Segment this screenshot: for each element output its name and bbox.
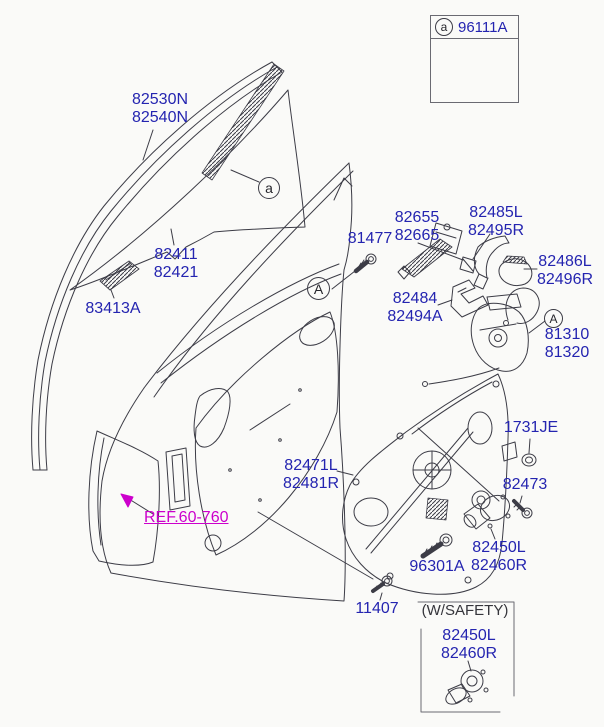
part-number[interactable]: 82530N bbox=[131, 91, 189, 108]
marker-door-A: A bbox=[307, 277, 330, 300]
handle-pad-drawing bbox=[437, 279, 489, 318]
label-door-glass[interactable]: 82411 82421 bbox=[136, 246, 216, 282]
part-number[interactable]: 82486L bbox=[538, 253, 592, 270]
part-number[interactable]: 81320 bbox=[544, 344, 590, 361]
door-latch-drawing bbox=[422, 287, 546, 387]
leader-safety-motor bbox=[467, 660, 472, 672]
part-number[interactable]: 82450L bbox=[442, 627, 496, 644]
part-number[interactable]: 81477 bbox=[347, 230, 393, 247]
part-number[interactable]: 81310 bbox=[544, 326, 590, 343]
handle-bracket-drawing bbox=[459, 233, 510, 290]
ref-arrow-line bbox=[128, 498, 154, 515]
leader-door-bolt bbox=[257, 511, 374, 580]
door-panel-drawing bbox=[88, 162, 374, 602]
leader-handle-pad bbox=[437, 299, 453, 306]
label-handle-base[interactable]: 82655 82665 bbox=[387, 209, 447, 245]
part-number[interactable]: 1731JE bbox=[503, 419, 559, 436]
safety-box-drawing bbox=[417, 601, 515, 713]
callout-part-number[interactable]: 96111A bbox=[458, 18, 508, 36]
leader-motor bbox=[490, 528, 496, 540]
label-module-bolt[interactable]: 82473 bbox=[495, 476, 555, 494]
label-outside-handle[interactable]: 82486L 82496R bbox=[535, 253, 595, 289]
part-number[interactable]: 82494A bbox=[387, 308, 443, 325]
regulator-bolt-drawing bbox=[420, 533, 453, 559]
hinge-bolt-drawing bbox=[331, 253, 377, 290]
leader-module-bolt bbox=[519, 495, 523, 504]
part-number[interactable]: 82450L bbox=[472, 539, 526, 556]
leader-module-panel bbox=[336, 470, 354, 476]
part-number[interactable]: 83413A bbox=[85, 300, 141, 317]
safety-box-title: (W/SAFETY) bbox=[421, 602, 509, 619]
grommet-drawing bbox=[521, 438, 537, 467]
door-bolt-drawing bbox=[371, 575, 393, 601]
leader-glass-run bbox=[142, 129, 154, 161]
part-number[interactable]: 96301A bbox=[409, 558, 465, 575]
part-number[interactable]: 82655 bbox=[394, 209, 440, 226]
part-number[interactable]: 82485L bbox=[469, 204, 523, 221]
label-door-latch[interactable]: 81310 81320 bbox=[537, 326, 597, 362]
leader-handle-bracket bbox=[472, 233, 491, 260]
part-number[interactable]: 82540N bbox=[131, 109, 189, 126]
part-number[interactable]: 82496R bbox=[536, 271, 594, 288]
label-safety-motor[interactable]: 82450L 82460R bbox=[439, 627, 499, 663]
part-number[interactable]: 82411 bbox=[154, 246, 198, 263]
part-number[interactable]: 82495R bbox=[467, 222, 525, 239]
label-module-panel[interactable]: 82471L 82481R bbox=[281, 457, 341, 493]
marker-latch-A: A bbox=[544, 309, 563, 328]
regulator-motor-drawing bbox=[463, 490, 511, 540]
leader-latch bbox=[528, 320, 546, 334]
handle-base-drawing bbox=[397, 222, 464, 280]
label-handle-bracket[interactable]: 82485L 82495R bbox=[466, 204, 526, 240]
ref-arrow-head bbox=[120, 493, 134, 508]
glass-run-channel-drawing bbox=[31, 61, 285, 471]
label-glass-clip[interactable]: 83413A bbox=[75, 300, 151, 318]
part-number[interactable]: 82471L bbox=[284, 457, 338, 474]
label-hinge-bolt[interactable]: 81477 bbox=[340, 230, 400, 248]
leader-grommet bbox=[528, 438, 531, 454]
part-number[interactable]: 82473 bbox=[502, 476, 548, 493]
module-bolt-drawing bbox=[512, 495, 533, 519]
part-number[interactable]: 82460R bbox=[470, 557, 528, 574]
callout-box-96111a: a 96111A bbox=[430, 15, 519, 103]
part-number[interactable]: 82481R bbox=[282, 475, 340, 492]
leader-motor-mount bbox=[417, 427, 500, 502]
marker-glass-a: a bbox=[258, 177, 280, 199]
leader-glass bbox=[170, 228, 175, 246]
part-number[interactable]: 82484 bbox=[392, 290, 438, 307]
door-glass-drawing bbox=[69, 89, 306, 291]
label-handle-pad[interactable]: 82484 82494A bbox=[385, 290, 445, 326]
part-number[interactable]: 82460R bbox=[440, 645, 498, 662]
label-regulator-bolt[interactable]: 96301A bbox=[407, 558, 467, 576]
safety-motor-drawing bbox=[445, 660, 489, 705]
outside-handle-drawing bbox=[498, 255, 538, 287]
label-motor[interactable]: 82450L 82460R bbox=[469, 539, 529, 575]
marker-callout-a: a bbox=[435, 18, 453, 36]
leader-marker-a bbox=[230, 169, 260, 183]
leader-door-bolt-label bbox=[379, 592, 383, 601]
part-number[interactable]: 82421 bbox=[153, 264, 199, 281]
label-door-bolt[interactable]: 11407 bbox=[347, 600, 407, 618]
glass-clip-drawing bbox=[99, 260, 140, 299]
label-glass-run-channel[interactable]: 82530N 82540N bbox=[120, 91, 200, 127]
label-grommet[interactable]: 1731JE bbox=[501, 419, 561, 437]
callout-icon-area bbox=[431, 39, 518, 102]
part-number[interactable]: 11407 bbox=[355, 600, 399, 617]
leader-handle-base bbox=[417, 242, 464, 261]
part-number[interactable]: 82665 bbox=[394, 227, 440, 244]
callout-header: a 96111A bbox=[431, 16, 518, 39]
reference-link[interactable]: REF.60-760 bbox=[144, 509, 229, 526]
